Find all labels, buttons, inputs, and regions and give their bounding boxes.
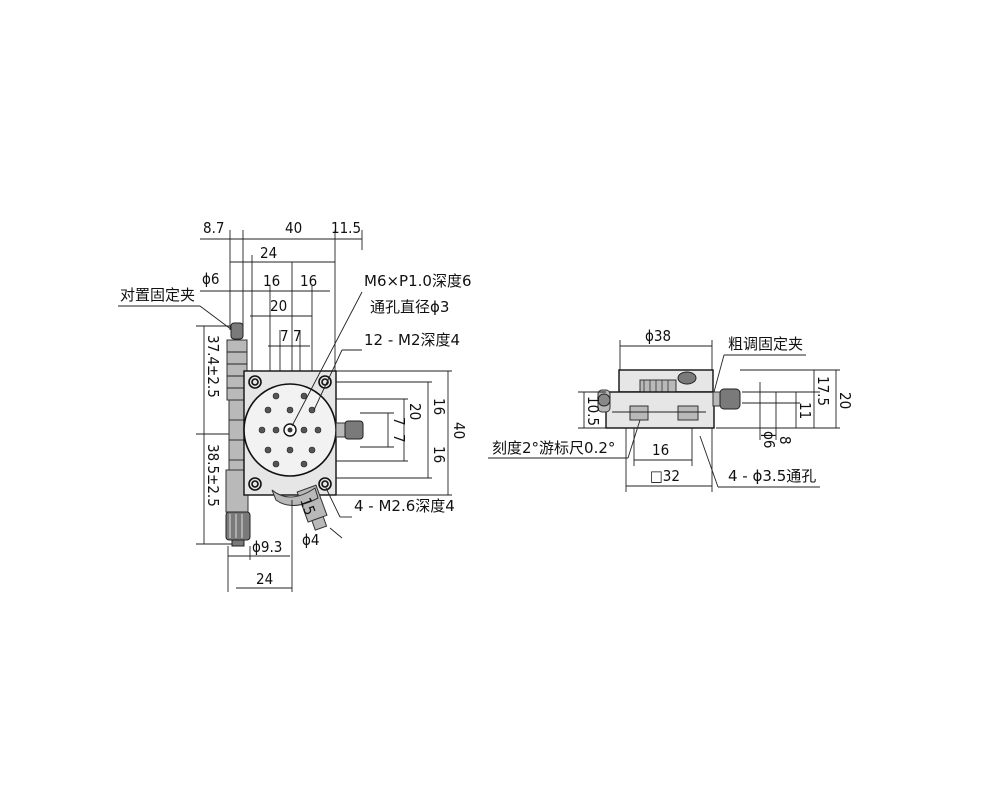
dim-16-side: 16 bbox=[652, 441, 669, 459]
callout-through-hole: 通孔直径ϕ3 bbox=[370, 298, 449, 316]
side-view: ϕ38 粗调固定夹 10.5 刻度2°游标尺0.2° bbox=[488, 327, 854, 492]
dim-8-side: 8 bbox=[776, 436, 794, 445]
dim-11-5: 11.5 bbox=[331, 219, 361, 237]
top-view: 8.7 40 11.5 24 ϕ6 16 16 20 7 7 对置固定夹 37.… bbox=[118, 219, 472, 592]
hole-pattern bbox=[258, 392, 322, 468]
dim-15-knob: 15 bbox=[296, 495, 319, 517]
side-right-dims bbox=[716, 369, 840, 440]
dim-sq32: □32 bbox=[650, 467, 680, 485]
dim-8-7: 8.7 bbox=[203, 219, 224, 237]
dim-phi6-top: ϕ6 bbox=[202, 270, 219, 288]
side-lever bbox=[677, 371, 697, 385]
dim-7-right-a: 7 bbox=[390, 417, 408, 426]
dim-7-right-b: 7 bbox=[390, 434, 408, 443]
dim-38-5: 38.5±2.5 bbox=[204, 444, 222, 507]
through-holes-label: 4 - ϕ3.5通孔 bbox=[728, 467, 816, 485]
dim-10-5: 10.5 bbox=[584, 396, 602, 426]
dim-16-right-b: 16 bbox=[430, 446, 448, 463]
dim-7b-top: 7 bbox=[293, 327, 302, 345]
dim-20-right: 20 bbox=[406, 403, 424, 420]
dim-11-side: 11 bbox=[796, 402, 814, 419]
corner-holes bbox=[248, 375, 332, 491]
scale-note: 刻度2°游标尺0.2° bbox=[492, 439, 615, 457]
clamp-label: 对置固定夹 bbox=[120, 286, 195, 304]
callout-m6: M6×P1.0深度6 bbox=[364, 272, 472, 290]
right-dimension-lines bbox=[336, 370, 452, 496]
coarse-clamp-label: 粗调固定夹 bbox=[728, 335, 803, 353]
dim-16a: 16 bbox=[263, 272, 280, 290]
dim-7a-top: 7 bbox=[280, 327, 289, 345]
dim-20-top: 20 bbox=[270, 297, 287, 315]
dim-phi38: ϕ38 bbox=[645, 327, 671, 345]
dim-phi4-knob: ϕ4 bbox=[302, 531, 319, 549]
dim-24-bottom: 24 bbox=[256, 570, 273, 588]
dim-17-5-side: 17.5 bbox=[814, 376, 832, 406]
dim-40-top: 40 bbox=[285, 219, 302, 237]
dim-phi6-side: ϕ6 bbox=[760, 431, 778, 448]
dim-20-side: 20 bbox=[836, 392, 854, 409]
micrometer bbox=[225, 322, 251, 547]
coarse-knob bbox=[719, 388, 741, 410]
dim-40-right: 40 bbox=[450, 422, 468, 439]
callout-m2-6: 4 - M2.6深度4 bbox=[354, 497, 455, 515]
callout-m2: 12 - M2深度4 bbox=[364, 331, 460, 349]
dim-37-4: 37.4±2.5 bbox=[204, 335, 222, 398]
dim-16b: 16 bbox=[300, 272, 317, 290]
dim-24-top: 24 bbox=[260, 244, 277, 262]
dim-16-right-a: 16 bbox=[430, 398, 448, 415]
dim-phi9-3: ϕ9.3 bbox=[252, 538, 282, 556]
